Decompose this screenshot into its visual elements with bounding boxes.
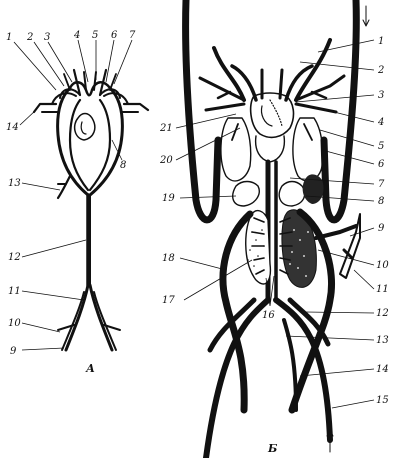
label-b-1: 1 (378, 36, 384, 47)
label-b-14: 14 (376, 364, 389, 375)
label-a-11: 11 (8, 286, 21, 297)
panel-a-leader-lines (14, 40, 132, 350)
label-b-16: 16 (262, 310, 275, 321)
label-a-9: 9 (10, 346, 17, 357)
label-a-8: 8 (120, 160, 126, 171)
label-b-15: 15 (376, 395, 389, 406)
panel-a-number-labels: 1 2 3 4 5 6 7 8 9 10 11 12 13 14 (6, 30, 136, 357)
panel-b-vessel-scheme (186, 0, 369, 458)
label-b-2: 2 (377, 65, 384, 76)
label-a-10: 10 (8, 318, 21, 329)
panel-b-label: Б (267, 442, 278, 455)
label-b-9: 9 (378, 223, 385, 234)
label-a-6: 6 (111, 30, 118, 41)
panel-a-label: А (85, 362, 95, 375)
label-a-14: 14 (6, 122, 19, 133)
label-b-21: 21 (159, 123, 173, 134)
label-b-19: 19 (162, 193, 175, 204)
label-a-4: 4 (73, 30, 80, 41)
label-b-17: 17 (162, 295, 175, 306)
label-b-18: 18 (162, 253, 175, 264)
label-a-13: 13 (8, 178, 21, 189)
label-b-4: 4 (377, 117, 384, 128)
label-b-11: 11 (376, 284, 389, 295)
label-a-3: 3 (44, 32, 50, 43)
label-a-5: 5 (92, 30, 98, 41)
label-a-2: 2 (26, 32, 33, 43)
panel-a-vessel-scheme (34, 70, 148, 350)
label-a-7: 7 (129, 30, 136, 41)
label-b-20: 20 (159, 155, 173, 166)
label-b-6: 6 (378, 159, 385, 170)
label-b-7: 7 (378, 179, 385, 190)
label-b-3: 3 (378, 90, 384, 101)
label-b-12: 12 (376, 308, 389, 319)
label-a-1: 1 (6, 32, 12, 43)
label-a-12: 12 (8, 252, 21, 263)
label-b-13: 13 (376, 335, 389, 346)
label-b-10: 10 (376, 260, 389, 271)
label-b-5: 5 (378, 141, 384, 152)
label-b-8: 8 (378, 196, 384, 207)
